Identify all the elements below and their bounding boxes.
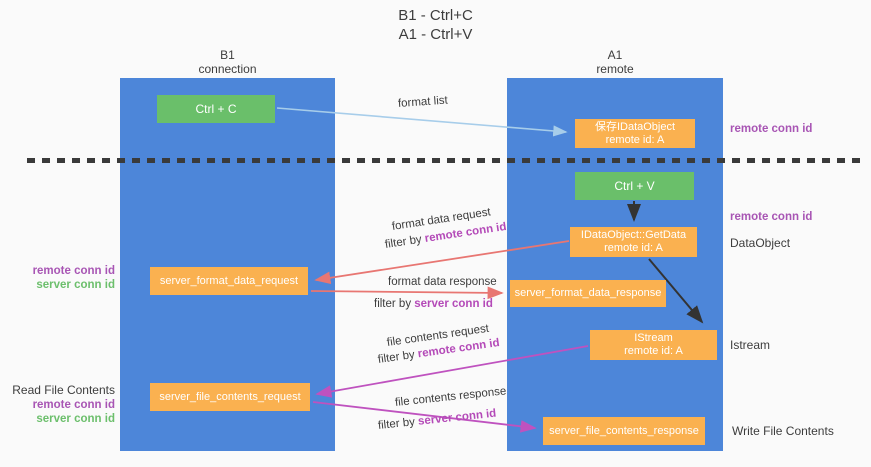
server-conn-id-label-left-2: server conn id [36, 413, 115, 425]
machine-boundary-dashed-line [27, 158, 860, 163]
save-idataobject-line2: remote id: A [605, 133, 665, 146]
ctrl-c-box: Ctrl + C [157, 95, 275, 123]
save-idataobject-box: 保存IDataObject remote id: A [575, 119, 695, 148]
istream-line2: remote id: A [624, 345, 683, 357]
ctrl-v-box: Ctrl + V [575, 172, 694, 200]
format-data-response-filter-label: filter by server conn id [374, 298, 493, 310]
title-line-2: A1 - Ctrl+V [398, 26, 473, 43]
server-file-contents-response-box: server_file_contents_response [543, 417, 705, 445]
diagram-title: B1 - Ctrl+C A1 - Ctrl+V [0, 6, 871, 44]
getdata-line2: remote id: A [604, 242, 663, 254]
server-file-contents-request-label: server_file_contents_request [159, 390, 301, 403]
column-header-a1: A1 remote [507, 48, 723, 76]
column-b1-subtitle: connection [198, 62, 257, 76]
server-file-contents-response-label: server_file_contents_response [549, 424, 699, 437]
remote-conn-id-label-right-2: remote conn id [730, 211, 813, 223]
filter-by-text: filter by [374, 298, 415, 310]
arrow-format-list [276, 107, 568, 137]
server-format-data-response-box: server_format_data_response [510, 280, 666, 307]
arrow-file-contents-response [312, 401, 537, 433]
column-a1-name: A1 [607, 48, 623, 62]
read-file-contents-label: Read File Contents [12, 383, 115, 397]
remote-conn-id-label-right-1: remote conn id [730, 123, 813, 135]
server-format-data-request-box: server_format_data_request [150, 267, 308, 295]
arrow-format-data-response [310, 286, 504, 300]
ctrl-v-label: Ctrl + V [614, 178, 655, 193]
column-b1-name: B1 [220, 48, 235, 62]
istream-side-label: Istream [730, 338, 771, 352]
server-conn-id-highlight: server conn id [414, 298, 493, 310]
arrow-format-data-request [314, 240, 570, 285]
istream-line1: IStream [634, 332, 673, 344]
arrow-getdata-to-istream [648, 258, 704, 324]
title-line-1: B1 - Ctrl+C [398, 7, 473, 24]
idataobject-getdata-box: IDataObject::GetData remote id: A [570, 227, 697, 257]
column-a1-subtitle: remote [596, 62, 634, 76]
column-header-b1: B1 connection [120, 48, 335, 76]
istream-box: IStream remote id: A [590, 330, 717, 360]
write-file-contents-label: Write File Contents [732, 424, 834, 438]
save-idataobject-line1: 保存IDataObject [594, 120, 676, 133]
remote-conn-id-label-left-2: remote conn id [32, 399, 115, 411]
server-format-data-request-label: server_format_data_request [159, 274, 299, 287]
format-data-response-label: format data response [388, 276, 497, 288]
arrow-file-contents-request [315, 345, 589, 398]
getdata-line1: IDataObject::GetData [580, 229, 687, 241]
server-file-contents-request-box: server_file_contents_request [150, 383, 310, 411]
remote-conn-id-label-left-1: remote conn id [32, 265, 115, 277]
server-conn-id-label-left-1: server conn id [36, 279, 115, 291]
ctrl-c-label: Ctrl + C [195, 101, 237, 116]
dataobject-label: DataObject [730, 236, 791, 250]
server-format-data-response-label: server_format_data_response [514, 287, 662, 299]
